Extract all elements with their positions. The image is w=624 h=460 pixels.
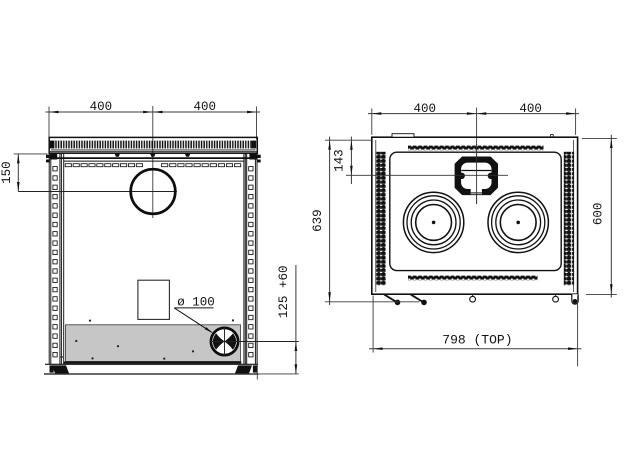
svg-text:798 (TOP): 798 (TOP) bbox=[442, 333, 512, 348]
svg-text:639: 639 bbox=[311, 209, 325, 232]
svg-text:125 +60: 125 +60 bbox=[277, 266, 291, 319]
svg-text:400: 400 bbox=[519, 102, 542, 116]
svg-text:ø 100: ø 100 bbox=[177, 296, 215, 310]
svg-text:400: 400 bbox=[90, 100, 113, 114]
svg-text:600: 600 bbox=[592, 203, 606, 226]
svg-text:400: 400 bbox=[414, 102, 437, 116]
svg-text:400: 400 bbox=[193, 100, 216, 114]
svg-text:150: 150 bbox=[0, 161, 14, 184]
svg-text:143: 143 bbox=[333, 149, 347, 172]
